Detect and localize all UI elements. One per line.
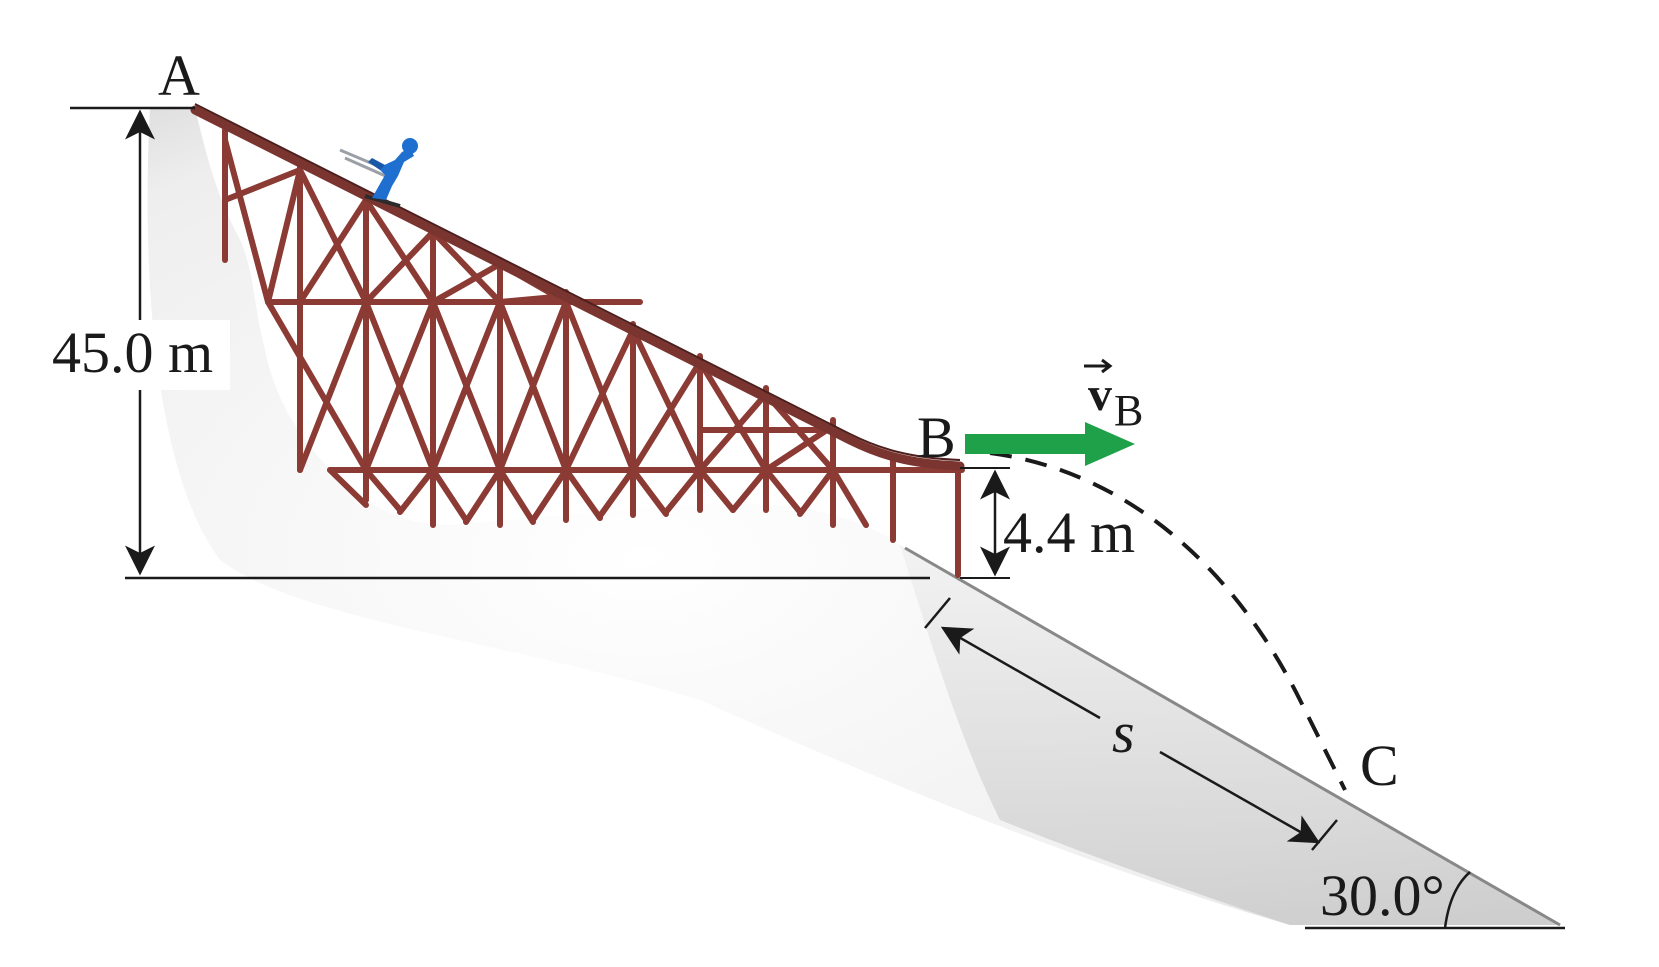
- snow-hill: [147, 108, 1561, 925]
- landing-slope-edge: [904, 546, 1561, 927]
- velocity-subscript: B: [1114, 386, 1143, 435]
- point-c-label: C: [1360, 733, 1399, 798]
- ski-ramp-top-edge: [194, 103, 961, 461]
- height-total-mask: [55, 320, 230, 390]
- angle-arc: [1443, 871, 1471, 929]
- skier-icon: [339, 138, 418, 208]
- distance-label: s: [1112, 700, 1135, 765]
- trestle-frame: [222, 127, 965, 578]
- distance-dimension-upper: [940, 626, 1101, 720]
- point-b-label: B: [917, 405, 956, 470]
- trajectory-path: [989, 451, 1347, 791]
- distance-tick-start: [924, 597, 951, 629]
- distance-tick-end: [1311, 819, 1338, 851]
- ski-ramp: [190, 105, 965, 471]
- velocity-arrow: [965, 422, 1135, 466]
- height-ramp-label: 4.4 m: [1003, 500, 1135, 565]
- distance-dimension-lower: [1159, 750, 1321, 844]
- angle-label: 30.0°: [1320, 863, 1445, 928]
- velocity-symbol: v: [1088, 368, 1112, 421]
- vector-arrow-icon: [1084, 358, 1113, 374]
- height-total-label: 45.0 m: [52, 320, 213, 385]
- point-a-label: A: [158, 43, 200, 108]
